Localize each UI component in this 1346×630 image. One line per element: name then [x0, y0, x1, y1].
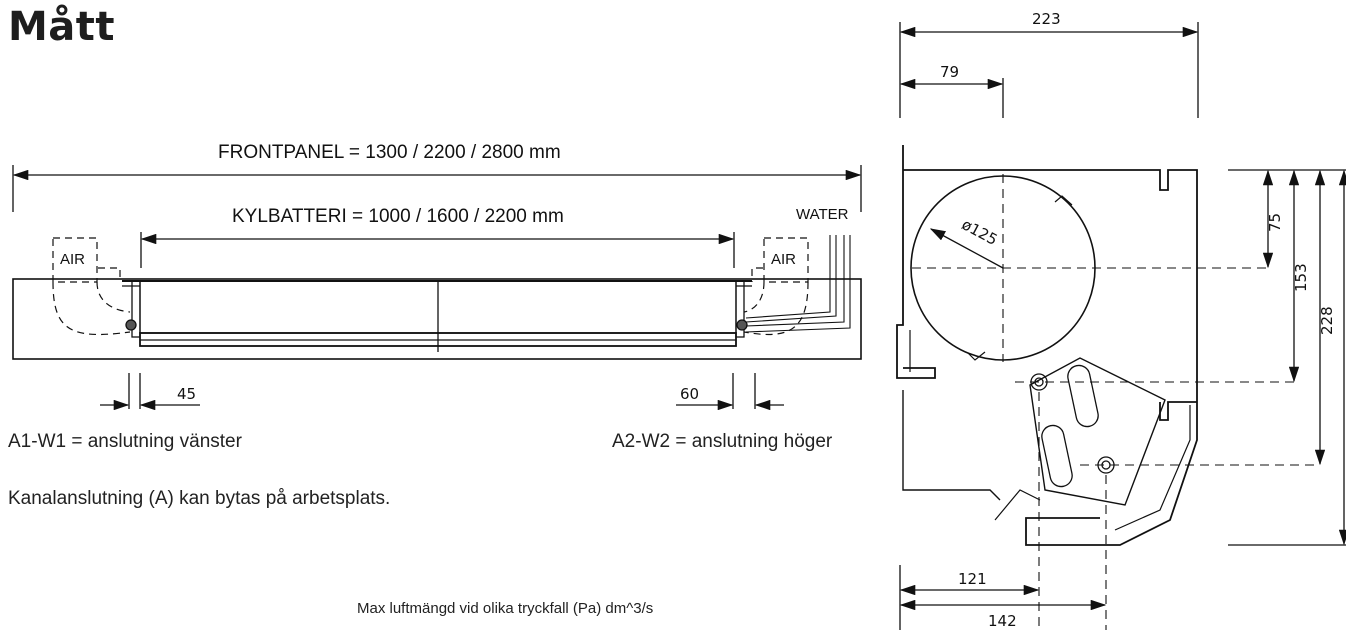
frontpanel-dimension-label: FRONTPANEL = 1300 / 2200 / 2800 mm [218, 142, 561, 163]
page-title: Mått [8, 4, 116, 50]
water-label: WATER [796, 206, 849, 223]
dim-diameter-label: ø125 [959, 215, 1001, 249]
max-airflow-caption: Max luftmängd vid olika tryckfall (Pa) d… [357, 600, 654, 617]
dim-282-label: 282 [1344, 343, 1346, 372]
connection-right-note: A2-W2 = anslutning höger [612, 431, 833, 452]
side-view [896, 22, 1346, 630]
front-view [12, 165, 862, 411]
dim-121-label: 121 [958, 570, 987, 588]
dim-75-label: 75 [1266, 213, 1284, 232]
dim-228-label: 228 [1318, 306, 1336, 335]
dim-142-label: 142 [988, 612, 1017, 630]
dim-45-label: 45 [177, 385, 196, 403]
front-panel [12, 278, 862, 360]
unit-housing [896, 145, 1198, 546]
dim-79-label: 79 [940, 63, 959, 81]
duct-note: Kanalanslutning (A) kan bytas på arbetsp… [8, 488, 391, 509]
dim-153-label: 153 [1292, 263, 1310, 292]
dim-60-label: 60 [680, 385, 699, 403]
connection-left-note: A1-W1 = anslutning vänster [8, 431, 242, 452]
air-right-label: AIR [771, 251, 796, 268]
air-left-label: AIR [60, 251, 85, 268]
dim-223-label: 223 [1032, 10, 1061, 28]
kylbatteri-dimension-label: KYLBATTERI = 1000 / 1600 / 2200 mm [232, 206, 564, 227]
